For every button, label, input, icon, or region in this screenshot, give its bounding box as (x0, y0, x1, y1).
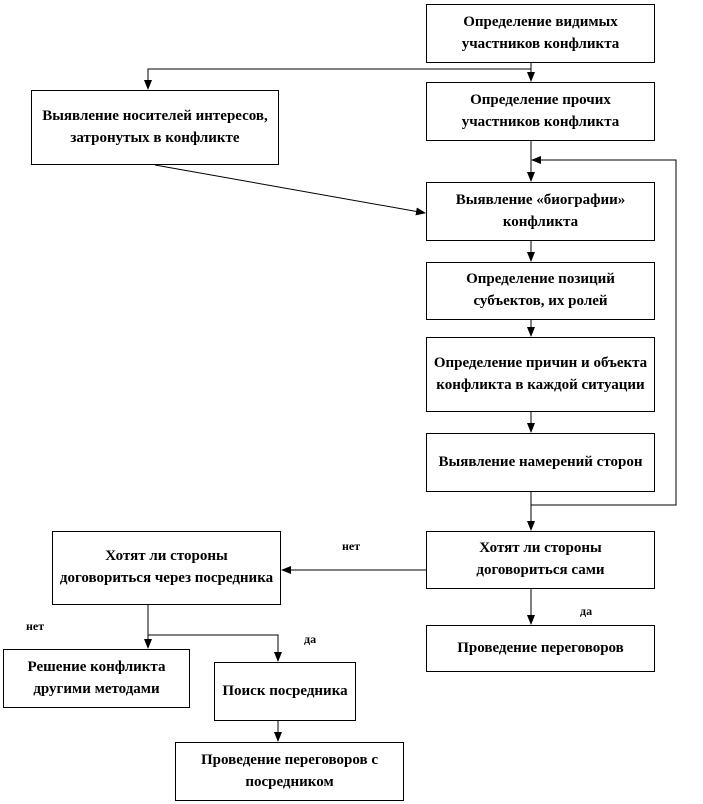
box-question-mediator: Хотят ли стороны договориться через поср… (52, 531, 281, 605)
box-negotiations-with-mediator: Проведение переговоров с посредником (175, 742, 404, 801)
box-search-mediator: Поиск посредника (214, 662, 356, 721)
label-yes-self: да (580, 604, 593, 618)
box-other-methods: Решение конфликта другими методами (3, 649, 190, 708)
arrow-feedback-loop (531, 156, 677, 506)
label-no-mediator: нет (26, 619, 45, 633)
box-intentions: Выявление намерений сторон (426, 433, 655, 492)
box-subject-positions: Определение позиций субъектов, их ролей (426, 262, 655, 320)
label-yes-mediator: да (304, 632, 317, 646)
box-other-participants: Определение прочих участников конфликта (426, 82, 655, 141)
box-interest-carriers: Выявление носителей интересов, затронуты… (31, 90, 279, 165)
arrow-carriers-to-biography (154, 164, 426, 216)
arrow-branch-to-carriers (144, 68, 531, 90)
box-visible-participants: Определение видимых участников конфликта (426, 4, 655, 63)
box-causes-and-object: Определение причин и объекта конфликта в… (426, 337, 655, 412)
arrow-yes-to-search (148, 634, 282, 662)
box-conflict-biography: Выявление «биографии» конфликта (426, 182, 655, 241)
box-negotiations: Проведение переговоров (426, 625, 655, 672)
box-question-self: Хотят ли стороны договориться сами (426, 531, 655, 589)
label-no-self: нет (342, 539, 361, 553)
